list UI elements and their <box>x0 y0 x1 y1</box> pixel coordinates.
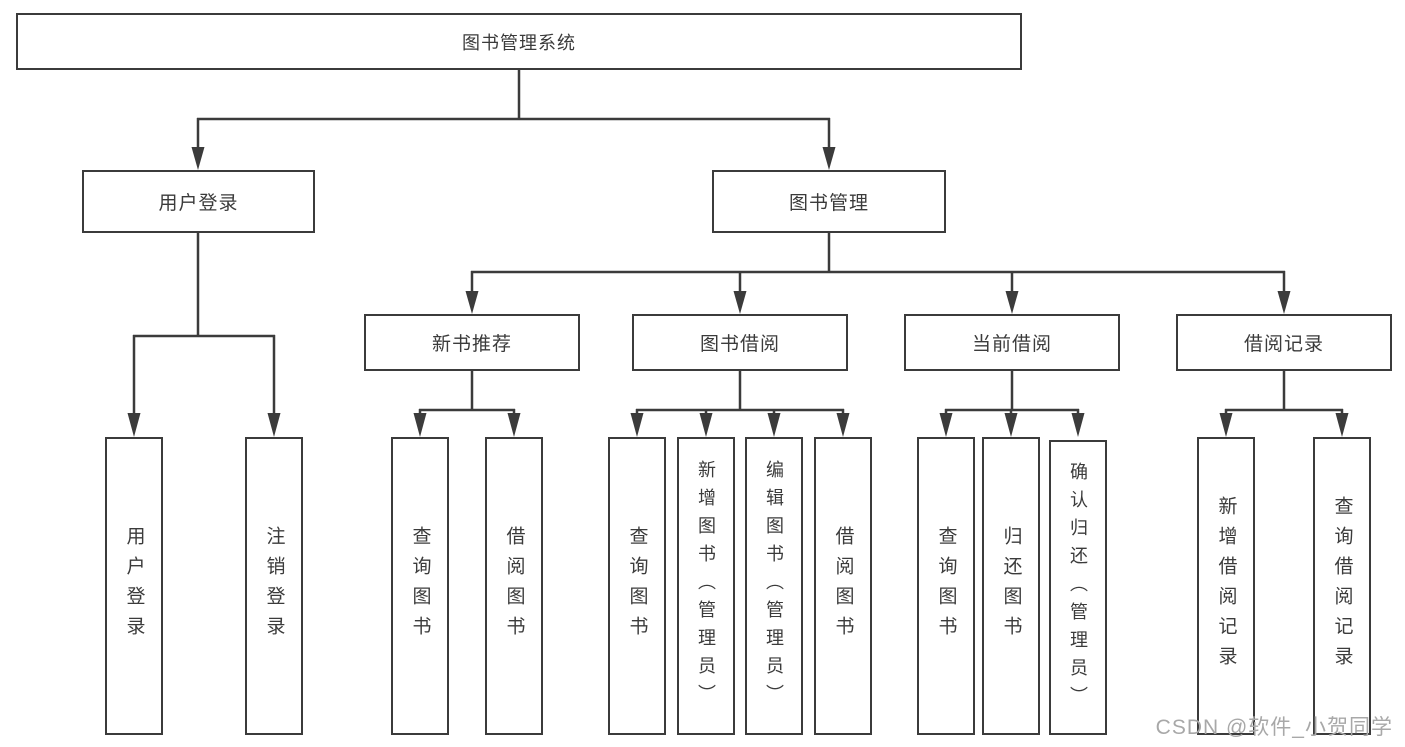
connector-current-borrow-to-leaves <box>944 371 1080 416</box>
arrowheads <box>127 147 1349 437</box>
connector-user-login-to-leaves <box>132 233 276 416</box>
node-leaf-user-login: 用户登录 <box>105 437 163 735</box>
leaf-label: 查询图书 <box>935 526 957 646</box>
node-user-login-label: 用户登录 <box>158 193 239 214</box>
leaf-label: 查询图书 <box>409 526 431 646</box>
node-new-book-recommend-label: 新书推荐 <box>431 334 512 355</box>
node-leaf-query-borrow-record: 查询借阅记录 <box>1313 437 1371 735</box>
watermark: CSDN @软件_小贺同学 <box>1155 716 1393 739</box>
node-current-borrow: 当前借阅 <box>904 314 1120 371</box>
node-borrow-records-label: 借阅记录 <box>1243 334 1324 355</box>
leaf-label: 确认归还（管理员） <box>1068 461 1088 714</box>
node-root: 图书管理系统 <box>16 13 1022 70</box>
leaf-label: 新增借阅记录 <box>1215 496 1237 676</box>
node-leaf-add-book-admin: 新增图书（管理员） <box>677 437 735 735</box>
leaf-label: 注销登录 <box>263 526 285 646</box>
leaf-label: 新增图书（管理员） <box>696 460 716 712</box>
connector-root-to-level2 <box>196 70 831 150</box>
connector-book-mgmt-to-level3 <box>470 233 1286 294</box>
leaf-label: 查询图书 <box>626 526 648 646</box>
node-leaf-edit-book-admin: 编辑图书（管理员） <box>745 437 803 735</box>
node-leaf-query-books-1: 查询图书 <box>391 437 449 735</box>
node-leaf-add-borrow-record: 新增借阅记录 <box>1197 437 1255 735</box>
leaf-label: 用户登录 <box>123 526 145 646</box>
node-book-management-label: 图书管理 <box>788 193 869 214</box>
node-leaf-query-books-3: 查询图书 <box>917 437 975 735</box>
node-leaf-query-books-2: 查询图书 <box>608 437 666 735</box>
node-book-borrow: 图书借阅 <box>632 314 848 371</box>
leaf-label: 编辑图书（管理员） <box>764 460 784 712</box>
connector-new-book-to-leaves <box>418 371 516 416</box>
node-leaf-borrow-books-1: 借阅图书 <box>485 437 543 735</box>
node-book-borrow-label: 图书借阅 <box>699 334 780 355</box>
leaf-label: 查询借阅记录 <box>1331 496 1353 676</box>
node-root-label: 图书管理系统 <box>462 32 576 53</box>
connector-borrow-record-to-leaves <box>1224 371 1344 416</box>
connector-book-borrow-to-leaves <box>635 371 845 416</box>
node-borrow-records: 借阅记录 <box>1176 314 1392 371</box>
leaf-label: 借阅图书 <box>503 526 525 646</box>
node-book-management: 图书管理 <box>712 170 946 233</box>
node-leaf-borrow-books-2: 借阅图书 <box>814 437 872 735</box>
node-leaf-logout: 注销登录 <box>245 437 303 735</box>
node-current-borrow-label: 当前借阅 <box>971 334 1052 355</box>
leaf-label: 归还图书 <box>1000 526 1022 646</box>
leaf-label: 借阅图书 <box>832 526 854 646</box>
node-new-book-recommend: 新书推荐 <box>364 314 580 371</box>
node-leaf-return-books: 归还图书 <box>982 437 1040 735</box>
node-leaf-confirm-return-admin: 确认归还（管理员） <box>1049 440 1107 735</box>
node-user-login: 用户登录 <box>82 170 315 233</box>
